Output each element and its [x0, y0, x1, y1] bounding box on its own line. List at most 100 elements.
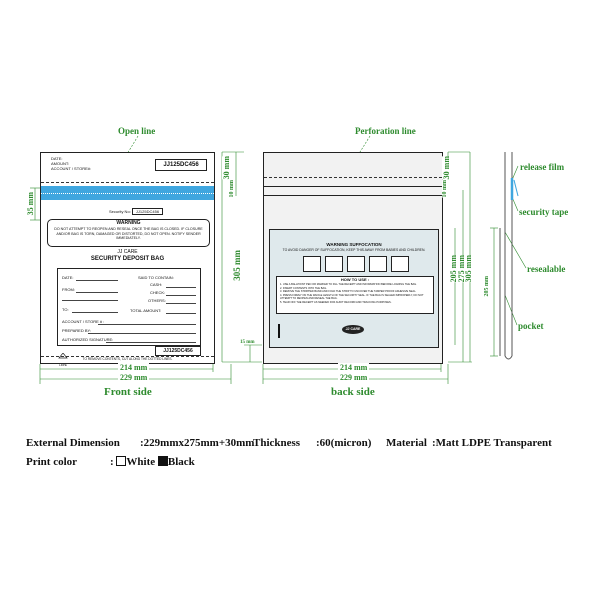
- spec-print-colors: : White Black: [110, 456, 195, 468]
- remove-contents-text: TO REMOVE CONTENTS, CUT ALONG THE DOTTED…: [82, 357, 173, 361]
- tape-perforation: [41, 193, 214, 194]
- form-cash-line: [166, 287, 196, 288]
- back-height-15: 15 mm: [240, 340, 255, 345]
- warning-box: WARNING DO NOT ATTEMPT TO REOPEN AND RES…: [47, 219, 210, 247]
- header-amount-label: AMOUNT:: [51, 161, 69, 166]
- receipt-form: DATE: FROM: TO: SAID TO CONTAIN: CASH: C…: [57, 268, 201, 346]
- insert-icon: [325, 256, 343, 272]
- recycle-icon: LDPE: [57, 346, 69, 367]
- warning-title: WARNING: [116, 220, 141, 226]
- front-header-fields: DATE: AMOUNT: ACCOUNT / STORE#:: [51, 156, 121, 171]
- how-to-step-2: 2. INSERT CONTENTS INTO THE BAG.: [280, 286, 327, 290]
- security-tape-label: security tape: [519, 207, 569, 217]
- white-color-label: White: [126, 456, 156, 468]
- form-date-label: DATE:: [62, 275, 74, 280]
- front-height-10: 10 mm: [229, 180, 235, 198]
- barcode-mark: [278, 324, 280, 338]
- form-from-label: FROM:: [62, 287, 75, 292]
- back-height-30: 30 mm: [442, 156, 451, 180]
- perforation-line: [264, 177, 442, 178]
- suffocation-title: WARNING SUFFOCATION: [326, 242, 382, 247]
- form-check-label: CHECK:: [150, 290, 166, 295]
- side-height-205: 205 mm: [484, 276, 490, 297]
- form-date-line: [76, 280, 118, 281]
- form-prepared-line: [88, 333, 196, 334]
- back-bag: WARNING SUFFOCATION TO AVOID DANGER OF S…: [263, 152, 443, 364]
- tear-icon: [391, 256, 409, 272]
- perforation-line-label: Perforation line: [355, 126, 416, 136]
- back-logo: JJ CARE: [342, 325, 364, 334]
- spec-material-value: :Matt LDPE Transparent: [432, 437, 552, 449]
- spec-material-label: Material: [386, 437, 427, 449]
- form-check-line: [166, 295, 196, 296]
- product-name: SECURITY DEPOSIT BAG: [90, 256, 165, 262]
- security-no-label: Security No:: [109, 209, 131, 214]
- form-cash-label: CASH:: [150, 282, 163, 287]
- back-height-10: 10 mm: [442, 180, 448, 198]
- spec-external-label: External Dimension: [26, 437, 120, 449]
- front-side-label: Front side: [104, 386, 152, 398]
- how-to-use-box: HOW TO USE : 1. USE A BALLPOINT PEN OR M…: [276, 276, 434, 314]
- security-number: Security No: JJ125DC456: [109, 208, 164, 215]
- black-color-label: Black: [167, 456, 195, 468]
- how-to-step-3: 3. REMOVE THE STRIPPED BAND AND FOLD THE…: [280, 290, 417, 293]
- spec-thickness-value: :60(micron): [316, 437, 372, 449]
- form-account-label: ACCOUNT / STORE # :: [62, 319, 105, 324]
- release-film-label: release film: [520, 162, 565, 172]
- front-height-30: 30 mm: [222, 156, 231, 180]
- back-height-305: 305 mm: [464, 255, 473, 283]
- how-to-step-5: 5. TEAR OFF THE RECEIPT AS NEEDED FOR AU…: [280, 300, 392, 304]
- form-from-line: [76, 292, 118, 293]
- header-date-label: DATE:: [51, 156, 63, 161]
- black-swatch: [157, 456, 168, 466]
- front-height-35: 35 mm: [26, 192, 35, 216]
- warning-text: DO NOT ATTEMPT TO REOPEN AND RESEAL ONCE…: [54, 227, 203, 241]
- how-to-step-4: 4. PRESS FIRMLY ON THE WHOLE LENGTH OF T…: [280, 293, 424, 301]
- white-swatch: [116, 456, 127, 466]
- form-others-label: OTHERS:: [148, 298, 166, 303]
- front-width-229: 229 mm: [118, 373, 150, 382]
- pen-icon: [303, 256, 321, 272]
- header-account-label: ACCOUNT / STORE#:: [51, 166, 92, 171]
- open-line: [41, 182, 214, 183]
- form-to-label: TO:: [62, 307, 69, 312]
- brand-name: JJ CARE: [117, 249, 138, 255]
- how-to-title: HOW TO USE :: [340, 277, 370, 282]
- front-height-305: 305 mm: [232, 250, 242, 281]
- form-account-line: [98, 324, 196, 325]
- form-prepared-label: PREPARED BY:: [62, 328, 92, 333]
- form-to-line: [72, 312, 118, 313]
- security-no-value: JJ125DC456: [131, 208, 164, 215]
- form-total-line: [166, 313, 196, 314]
- front-serial-top: JJ125DC456: [155, 159, 207, 171]
- form-others-line: [166, 303, 196, 304]
- back-width-229: 229 mm: [338, 373, 370, 382]
- recycle-label: LDPE: [59, 363, 67, 367]
- flap-fold: [264, 186, 442, 187]
- back-panel: WARNING SUFFOCATION TO AVOID DANGER OF S…: [269, 229, 439, 348]
- front-width-214: 214 mm: [118, 363, 150, 372]
- front-serial-bottom: JJ125DC456: [155, 346, 201, 356]
- form-total-label: TOTAL AMOUNT:: [130, 308, 162, 313]
- resealable-label: resealable: [527, 264, 566, 274]
- instruction-icons: [303, 256, 409, 272]
- suffocation-text: TO AVOID DANGER OF SUFFOCATION, KEEP THI…: [282, 248, 426, 252]
- press-icon: [369, 256, 387, 272]
- spec-thickness-label: Thickness: [253, 437, 301, 449]
- spec-external-value: :229mmx275mm+30mm: [140, 437, 255, 449]
- form-from-line2: [62, 300, 118, 301]
- how-to-step-1: 1. USE A BALLPOINT PEN OR MARKER TO FILL…: [280, 283, 417, 286]
- said-to-contain-label: SAID TO CONTAIN:: [138, 275, 174, 280]
- open-line-label: Open line: [118, 126, 156, 136]
- pocket-label: pocket: [518, 321, 544, 331]
- back-width-214: 214 mm: [338, 363, 370, 372]
- form-signature-label: AUTHORIZED SIGNATURE:: [62, 337, 114, 342]
- back-side-label: back side: [331, 386, 375, 398]
- fold-icon: [347, 256, 365, 272]
- spec-print-color-label: Print color: [26, 456, 78, 468]
- form-signature-line: [106, 342, 196, 343]
- flap-edge: [264, 195, 442, 196]
- cut-line: [41, 356, 214, 357]
- front-bag: DATE: AMOUNT: ACCOUNT / STORE#: JJ125DC4…: [40, 152, 215, 367]
